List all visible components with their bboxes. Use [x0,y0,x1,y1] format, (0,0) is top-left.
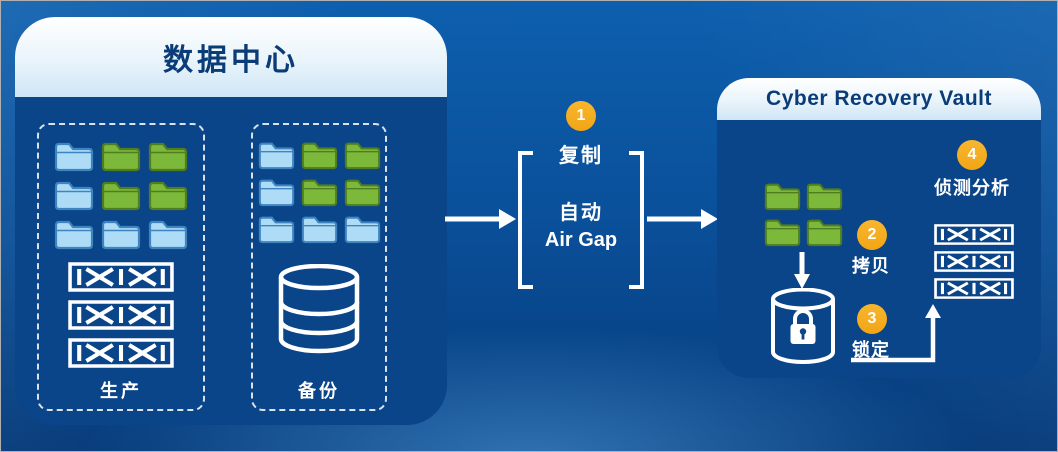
folder-icon [148,217,188,250]
arrow-right-icon [647,209,718,229]
database-icon [277,263,361,361]
tape-icon [68,300,174,330]
folder-icon [258,213,295,244]
vault-body: 2 拷贝 3 锁定 4 侦测分析 [717,120,1041,378]
folder-icon [148,139,188,172]
backup-database-wrap [253,263,385,361]
datacenter-body: 生产 备份 [15,97,447,425]
folder-icon [301,139,338,170]
step-2-badge: 2 [857,220,887,250]
vault-tape-stack [934,224,1014,299]
tape-icon [68,262,174,292]
arrow-down-icon [794,252,810,289]
airgap-group: 1 复制 自动 Air Gap [516,101,646,252]
datacenter-panel: 数据中心 生产 [15,17,447,425]
production-folder-grid [39,139,203,250]
locked-database-icon [770,287,836,375]
airgap-caption-line1: 自动 [559,202,603,224]
tape-icon [934,278,1014,299]
backup-label: 备份 [298,381,340,401]
step-1-label: 复制 [559,145,603,167]
step-3-badge: 3 [857,304,887,334]
folder-icon [301,176,338,207]
folder-icon [258,176,295,207]
lock-shackle [793,309,813,325]
step-2-label: 拷贝 [852,256,890,276]
step-4-label: 侦测分析 [934,178,1010,198]
folder-icon [806,216,843,247]
arrow-right-icon [445,209,516,229]
folder-icon [806,180,843,211]
folder-icon [344,176,381,207]
tape-icon [68,338,174,368]
folder-icon [54,139,94,172]
datacenter-title: 数据中心 [15,17,447,97]
production-tape-stack [39,262,203,368]
folder-icon [101,178,141,211]
folder-icon [54,178,94,211]
step-4-badge: 4 [957,140,987,170]
folder-icon [54,217,94,250]
step-3-label: 锁定 [852,340,890,360]
tape-icon [934,224,1014,245]
vault-folder-grid [764,180,843,247]
folder-icon [101,139,141,172]
bracket-right [629,151,644,289]
folder-icon [148,178,188,211]
production-group: 生产 [37,123,205,411]
vault-panel: Cyber Recovery Vault 2 拷贝 [717,78,1041,378]
bracket-left [518,151,533,289]
backup-folder-grid [253,139,385,244]
folder-icon [258,139,295,170]
folder-icon [301,213,338,244]
backup-group: 备份 [251,123,387,411]
folder-icon [344,213,381,244]
step-1-badge: 1 [566,101,596,131]
production-label: 生产 [100,381,142,401]
folder-icon [101,217,141,250]
airgap-caption-line2: Air Gap [544,229,618,251]
folder-icon [344,139,381,170]
elbow-arrow-icon [851,304,941,363]
folder-icon [764,180,801,211]
vault-title: Cyber Recovery Vault [717,78,1041,120]
folder-icon [764,216,801,247]
tape-icon [934,251,1014,272]
